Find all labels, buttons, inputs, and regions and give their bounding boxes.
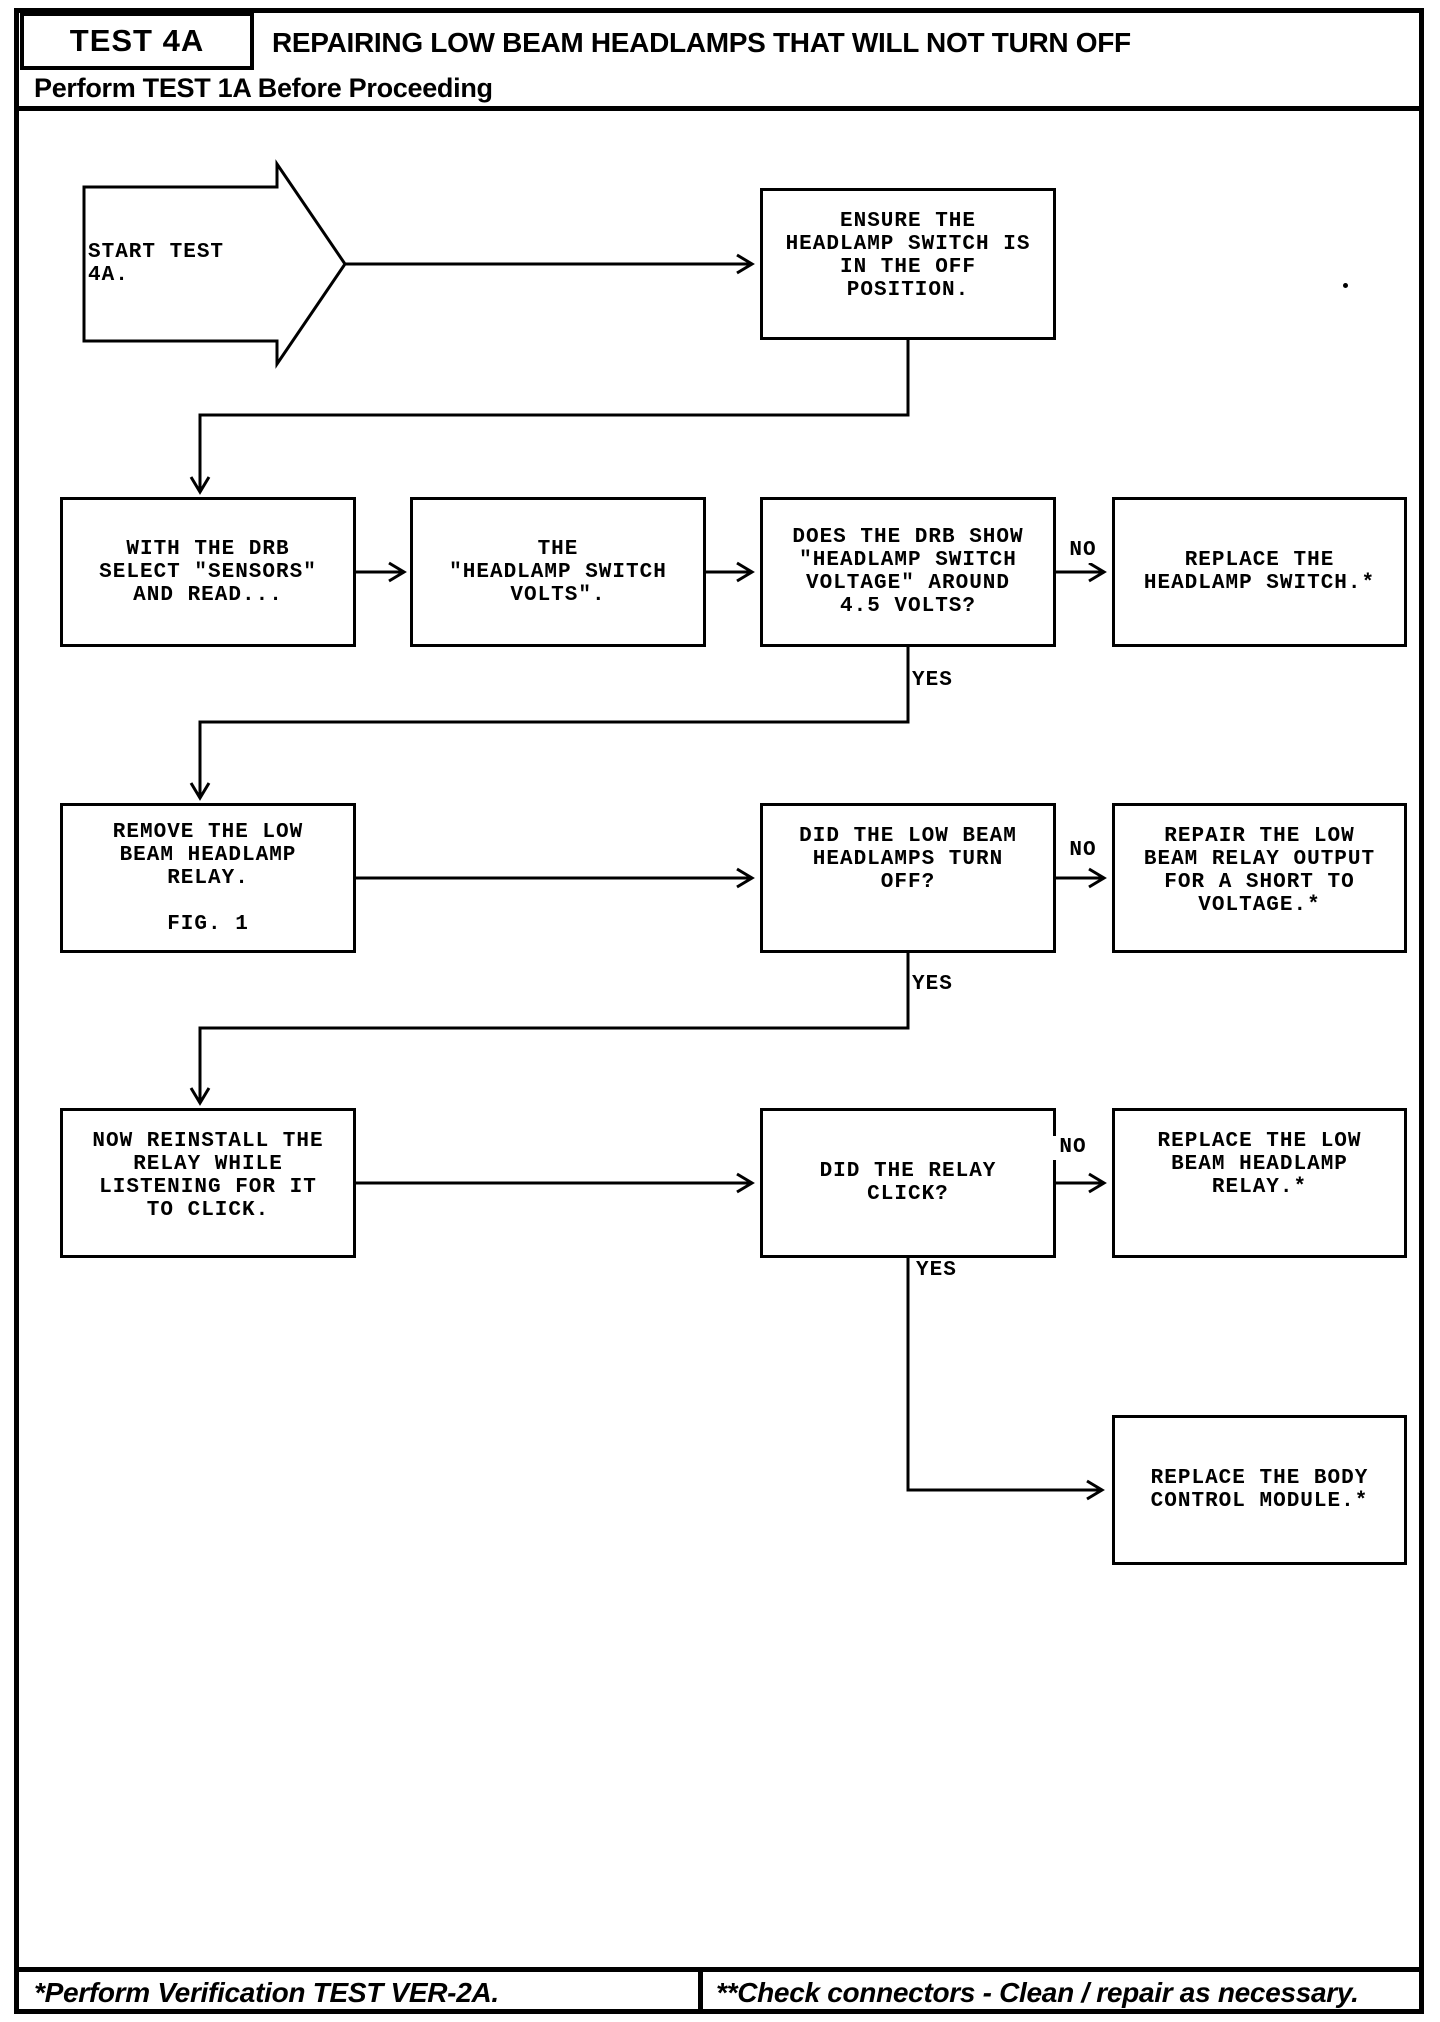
- box-relay-click-question: DID THE RELAY CLICK?: [760, 1108, 1056, 1258]
- box-ensure-switch-off: ENSURE THE HEADLAMP SWITCH IS IN THE OFF…: [760, 188, 1056, 340]
- no-label-3: NO: [1050, 1136, 1096, 1160]
- footer-divider: [698, 1967, 703, 2014]
- header-rule: [14, 106, 1424, 111]
- box-drb-voltage-question: DOES THE DRB SHOW "HEADLAMP SWITCH VOLTA…: [760, 497, 1056, 647]
- no-label-1: NO: [1060, 539, 1106, 563]
- start-node-label: START TEST 4A.: [88, 241, 225, 287]
- yes-label-1: YES: [912, 669, 982, 693]
- box-replace-body-control-module: REPLACE THE BODY CONTROL MODULE.*: [1112, 1415, 1407, 1565]
- scan-dot: [1343, 283, 1348, 288]
- box-remove-relay: REMOVE THE LOW BEAM HEADLAMP RELAY. FIG.…: [60, 803, 356, 953]
- yes-label-3: YES: [916, 1259, 986, 1283]
- start-arrow-shape: [82, 159, 347, 369]
- yes-label-2: YES: [912, 973, 982, 997]
- box-drb-select-sensors: WITH THE DRB SELECT "SENSORS" AND READ..…: [60, 497, 356, 647]
- test-id-box: TEST 4A: [20, 12, 254, 70]
- footer-connectors-note: **Check connectors - Clean / repair as n…: [716, 1977, 1359, 2008]
- box-headlamp-switch-volts: THE "HEADLAMP SWITCH VOLTS".: [410, 497, 706, 647]
- page-title: REPAIRING LOW BEAM HEADLAMPS THAT WILL N…: [272, 27, 1131, 58]
- footer-verification-note: *Perform Verification TEST VER-2A.: [34, 1977, 499, 2008]
- test-id-label: TEST 4A: [69, 23, 205, 58]
- header-subtitle: Perform TEST 1A Before Proceeding: [34, 73, 493, 103]
- no-label-2: NO: [1060, 839, 1106, 863]
- box-repair-relay-output: REPAIR THE LOW BEAM RELAY OUTPUT FOR A S…: [1112, 803, 1407, 953]
- box-replace-headlamp-switch: REPLACE THE HEADLAMP SWITCH.*: [1112, 497, 1407, 647]
- box-reinstall-relay: NOW REINSTALL THE RELAY WHILE LISTENING …: [60, 1108, 356, 1258]
- box-replace-relay: REPLACE THE LOW BEAM HEADLAMP RELAY.*: [1112, 1108, 1407, 1258]
- box-headlamps-turn-off-question: DID THE LOW BEAM HEADLAMPS TURN OFF?: [760, 803, 1056, 953]
- footer-rule: [14, 1967, 1424, 1972]
